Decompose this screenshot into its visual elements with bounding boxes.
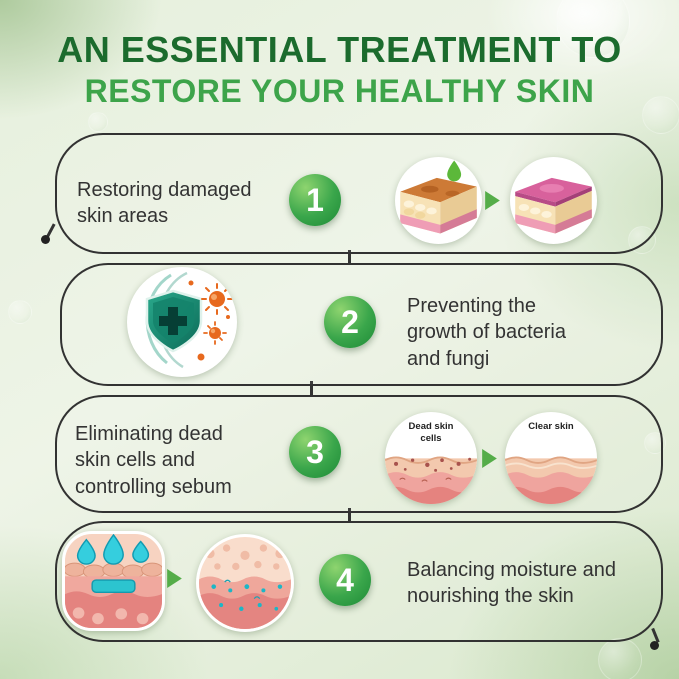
connector-dot-bottom <box>650 641 659 650</box>
skin-cube-healthy-icon <box>515 177 592 234</box>
water-drop-icon <box>76 538 96 565</box>
dead-skin-cross-section-icon <box>385 456 477 504</box>
moisturizing-skin-illustration <box>62 531 165 631</box>
moisture-bar-icon <box>91 579 136 593</box>
step-2-number-badge: 2 <box>324 296 376 348</box>
water-drop-icon <box>132 540 150 563</box>
title-line2: RESTORE YOUR HEALTHY SKIN <box>84 72 595 109</box>
connector-dot-top <box>41 235 50 244</box>
nutrient-dots-icon <box>211 584 283 611</box>
bubble-decoration <box>642 96 679 134</box>
green-serum-drop-icon <box>447 160 462 182</box>
bubble-decoration <box>598 638 642 679</box>
connector-line-1-2 <box>348 250 351 264</box>
connector-line-3-4 <box>348 508 351 522</box>
connector-line-2-3 <box>310 381 313 396</box>
step-3-number-badge: 3 <box>289 426 341 478</box>
clear-skin-illustration: Clear skin <box>505 412 597 504</box>
nourished-skin-illustration <box>196 534 294 632</box>
title-line1: AN ESSENTIAL TREATMENT TO <box>57 29 622 70</box>
step-4-number-badge: 4 <box>319 554 371 606</box>
moisture-drops-skin-icon <box>65 534 162 628</box>
antibacterial-shield-illustration <box>127 267 237 377</box>
arrow-right-icon <box>481 448 498 469</box>
shield-icon <box>145 271 233 369</box>
restored-skin-layer-illustration <box>510 157 597 244</box>
step-1-number: 1 <box>306 181 324 218</box>
clear-skin-label: Clear skin <box>528 421 574 432</box>
step-3-number: 3 <box>306 433 324 470</box>
bacteria-icon <box>203 321 227 345</box>
dead-skin-cells-illustration: Dead skin cells <box>385 412 477 504</box>
step-1-label: Restoring damaged skin areas <box>77 179 252 228</box>
step-3-label: Eliminating dead skin cells and controll… <box>75 423 232 498</box>
step-2-label: Preventing the growth of bacteria and fu… <box>407 295 566 370</box>
arrow-right-icon <box>484 190 501 211</box>
arrow-right-icon <box>166 568 183 589</box>
step-2-number: 2 <box>341 303 359 340</box>
skin-cube-damaged-icon <box>400 160 477 234</box>
dead-skin-cells-label: Dead skin cells <box>408 421 454 444</box>
page-title: AN ESSENTIAL TREATMENT TO RESTORE YOUR H… <box>0 28 679 111</box>
step-1-number-badge: 1 <box>289 174 341 226</box>
bubble-decoration <box>8 300 32 324</box>
step-4-number: 4 <box>336 561 354 598</box>
water-drop-icon <box>103 534 124 565</box>
damaged-skin-layer-illustration <box>395 157 482 244</box>
bacteria-icon <box>201 283 233 315</box>
step-4-label: Balancing moisture and nourishing the sk… <box>407 559 617 608</box>
nourished-skin-icon <box>199 537 291 629</box>
bubble-decoration <box>88 112 108 132</box>
clear-skin-cross-section-icon <box>505 456 597 504</box>
